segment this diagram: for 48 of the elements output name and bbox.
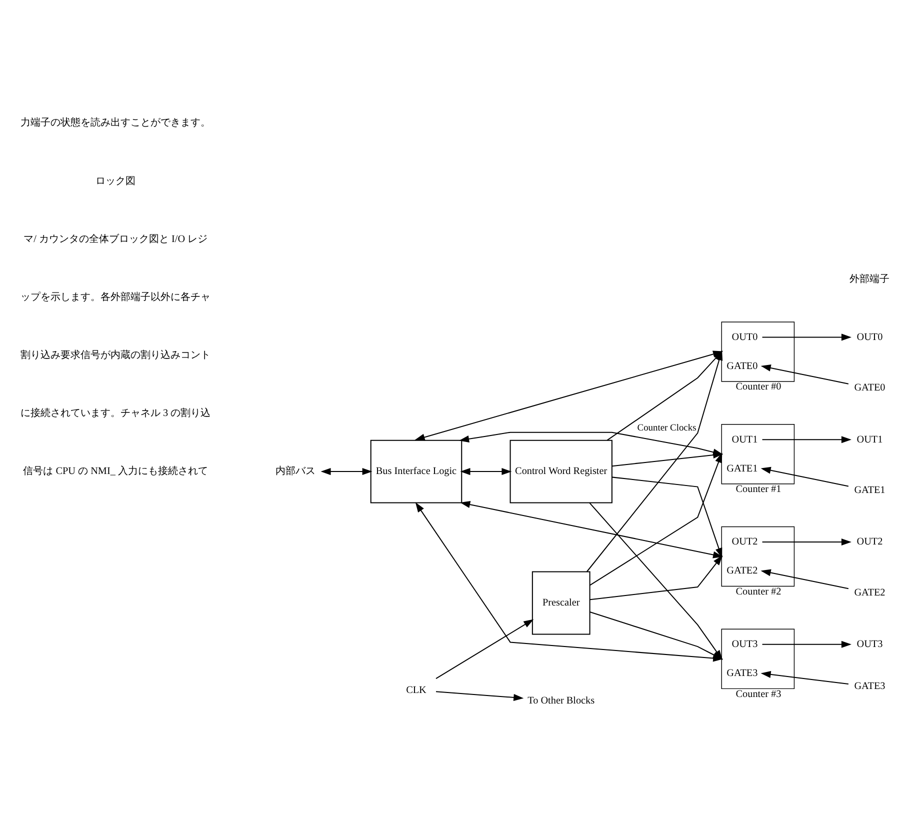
node-text: GATE0 [854,382,886,394]
node-label: Counter #0 [736,381,782,392]
node-box: OUT2 GATE2 [721,526,795,586]
node-label: Counter #2 [736,586,782,597]
arrow [760,568,849,589]
node-text: OUT3 [856,638,883,650]
arrow [762,538,852,545]
node-box: Control Word Register [510,439,612,503]
node-box: OUT3 GATE3 [721,628,795,689]
label: マ/ カウンタの全体ブロック図と I/O レジ [24,233,208,244]
node-text: OUT2 [856,536,883,548]
edge-label: Counter Clocks [637,422,696,433]
arrow [590,554,723,600]
label: 割り込み要求信号が内蔵の割り込みコント [20,350,211,361]
node-text: To Other Blocks [528,695,595,706]
node-text: 内部バス [275,466,316,477]
arrow [590,452,722,586]
arrow [436,690,524,700]
node-box: Bus Interface Logic [370,439,462,503]
label: 力端子の状態を読み出すことができます。 [20,117,211,128]
node-text: OUT0 [856,331,883,342]
arrow [760,670,848,684]
label: 外部端子 [850,273,890,284]
label: ロック図 [96,175,136,186]
node-box: OUT1 GATE1 [721,423,795,484]
node-text: CLK [406,684,426,696]
node-text: GATE3 [854,680,886,692]
node-label: Counter #3 [736,688,782,700]
node-label: Counter #1 [736,484,782,495]
node-text: OUT1 [856,434,883,445]
arrow [460,468,512,475]
arrow [762,436,852,443]
arrow [760,364,849,384]
arrow [760,466,849,486]
arrow [460,500,724,558]
node-text: GATE1 [854,484,886,496]
arrow [612,451,724,466]
arrow [320,468,372,475]
label: ップを示します。各外部端子以外に各チャ [20,291,211,302]
label: 信号は CPU の NMI_ 入力にも接続されて [23,466,208,477]
arrow [436,618,534,678]
arrow [762,333,852,340]
arrow [612,476,722,558]
node-box: OUT0 GATE0 [721,321,795,382]
node-box: Prescaler [532,570,590,634]
node-text: GATE2 [854,587,886,598]
label: に接続されています。チャネル 3 の割り込 [20,408,211,419]
arrow [762,640,852,648]
